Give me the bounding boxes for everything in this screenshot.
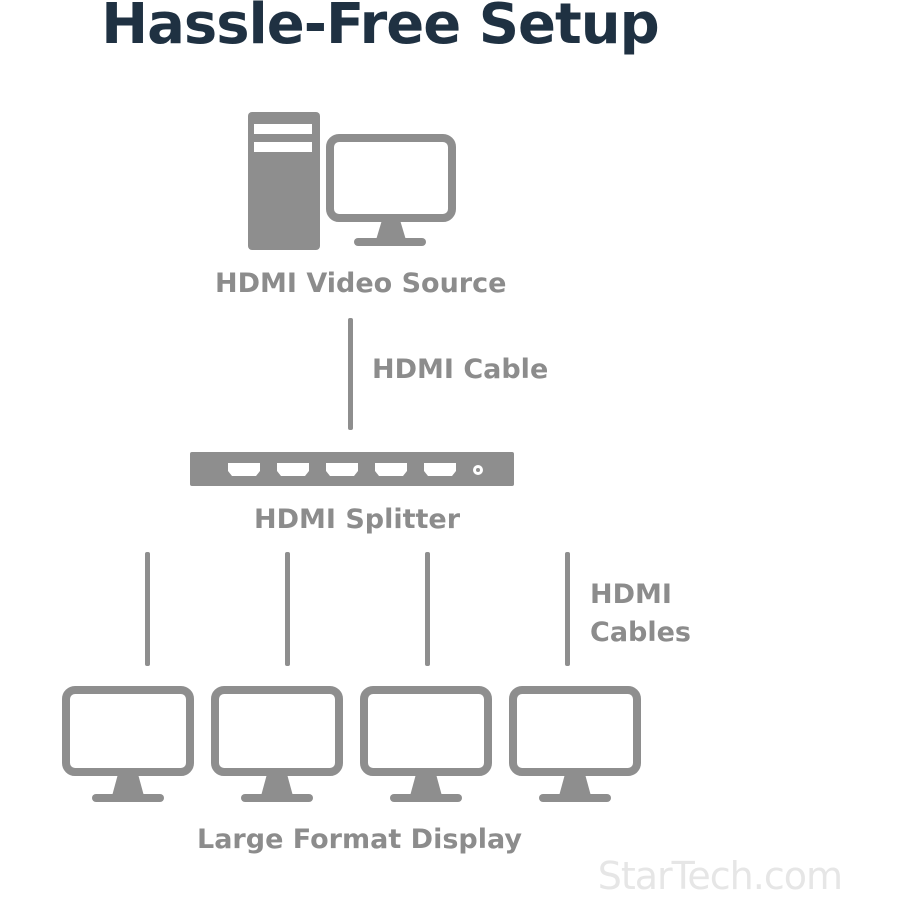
watermark-logo: StarTech.com [597, 854, 843, 898]
hdmi-cable-line-1 [145, 552, 150, 666]
source-label: HDMI Video Source [215, 268, 507, 299]
monitor-icon [62, 686, 194, 802]
desktop-computer-icon [248, 112, 456, 250]
page-title: Hassle-Free Setup [101, 0, 660, 57]
hdmi-cable-line-3 [425, 552, 430, 666]
hdmi-cable-line [348, 318, 353, 430]
displays-label: Large Format Display [197, 824, 522, 855]
hdmi-cables-label: HDMI Cables [590, 579, 691, 648]
monitor-icon [360, 686, 492, 802]
monitor-icon [509, 686, 641, 802]
hdmi-cable-label: HDMI Cable [372, 354, 549, 385]
splitter-label: HDMI Splitter [254, 504, 461, 535]
monitor-icon [211, 686, 343, 802]
hdmi-splitter-icon [190, 452, 514, 486]
hdmi-cable-line-4 [565, 552, 570, 666]
hdmi-cable-line-2 [285, 552, 290, 666]
